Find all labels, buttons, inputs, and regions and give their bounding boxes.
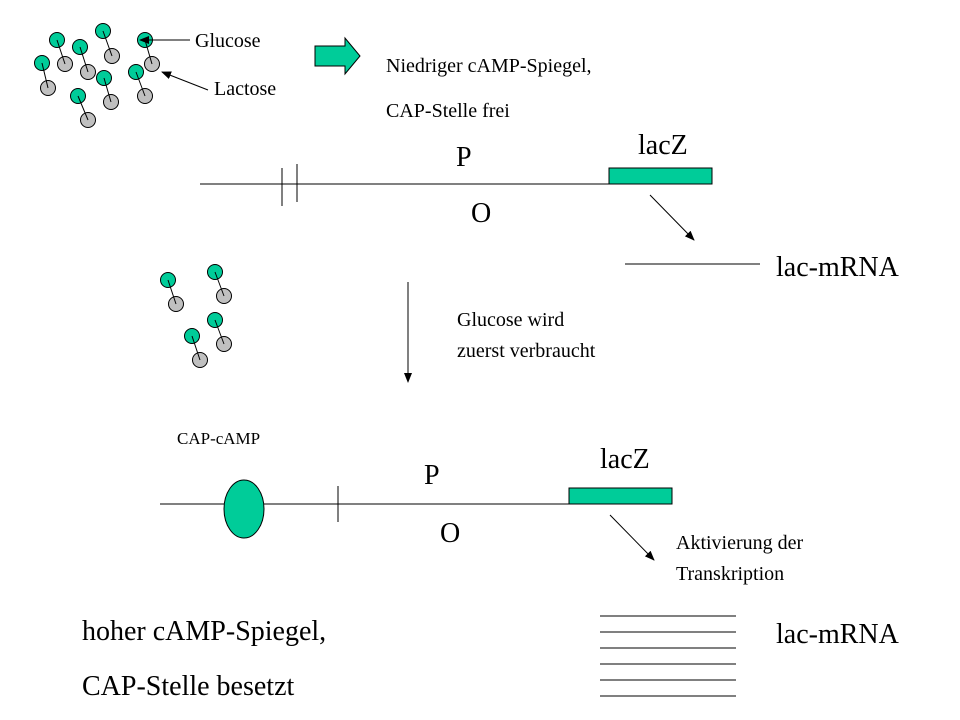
- cap-camp-label: CAP-cAMP: [177, 429, 260, 448]
- state-top-line1: Niedriger cAMP-Spiegel,: [386, 55, 592, 77]
- activation-line2: Transkription: [676, 563, 784, 585]
- lactose-label: Lactose: [214, 78, 276, 100]
- mrna-label-bottom: lac-mRNA: [776, 619, 900, 650]
- lactose-molecule: [34, 55, 56, 96]
- promoter-label-bottom: P: [424, 460, 440, 491]
- lacz-label-top: lacZ: [638, 130, 688, 161]
- operator-label-bottom: O: [440, 518, 460, 549]
- transcription-arrow-top: [649, 194, 695, 241]
- lacz-gene-bottom: [568, 487, 673, 505]
- transcription-arrow-bottom: [609, 514, 655, 561]
- lactose-pointer-arrow: [161, 71, 209, 91]
- lactose-molecule: [207, 264, 232, 304]
- lactose-molecules-remaining: [160, 264, 232, 368]
- state-bottom-line1: hoher cAMP-Spiegel,: [82, 616, 326, 647]
- process-line1: Glucose wird: [457, 309, 564, 331]
- glucose-label: Glucose: [195, 30, 261, 52]
- mrna-label-top: lac-mRNA: [776, 252, 900, 283]
- operator-label-top: O: [471, 198, 491, 229]
- lactose-molecule: [96, 70, 119, 110]
- lactose-molecule: [95, 23, 120, 64]
- lactose-molecule: [184, 328, 208, 368]
- lactose-molecule: [160, 272, 184, 312]
- glucose-lactose-molecules-top: [34, 23, 160, 128]
- galactose-unit: [57, 56, 73, 72]
- cap-camp-complex: [223, 479, 265, 539]
- state-top-line2: CAP-Stelle frei: [386, 100, 510, 122]
- right-block-arrow-icon: [314, 36, 361, 76]
- mrna-strands-bottom: [600, 615, 736, 697]
- lactose-molecule: [70, 88, 96, 128]
- lactose-molecule: [128, 64, 153, 104]
- lactose-molecule: [207, 312, 232, 352]
- lactose-molecule: [49, 32, 73, 72]
- process-line2: zuerst verbraucht: [457, 340, 596, 362]
- lacz-gene-top: [608, 167, 713, 185]
- lactose-molecule: [72, 39, 96, 80]
- promoter-label-top: P: [456, 142, 472, 173]
- state-bottom-line2: CAP-Stelle besetzt: [82, 671, 295, 702]
- lacz-label-bottom: lacZ: [600, 444, 650, 475]
- activation-line1: Aktivierung der: [676, 532, 804, 554]
